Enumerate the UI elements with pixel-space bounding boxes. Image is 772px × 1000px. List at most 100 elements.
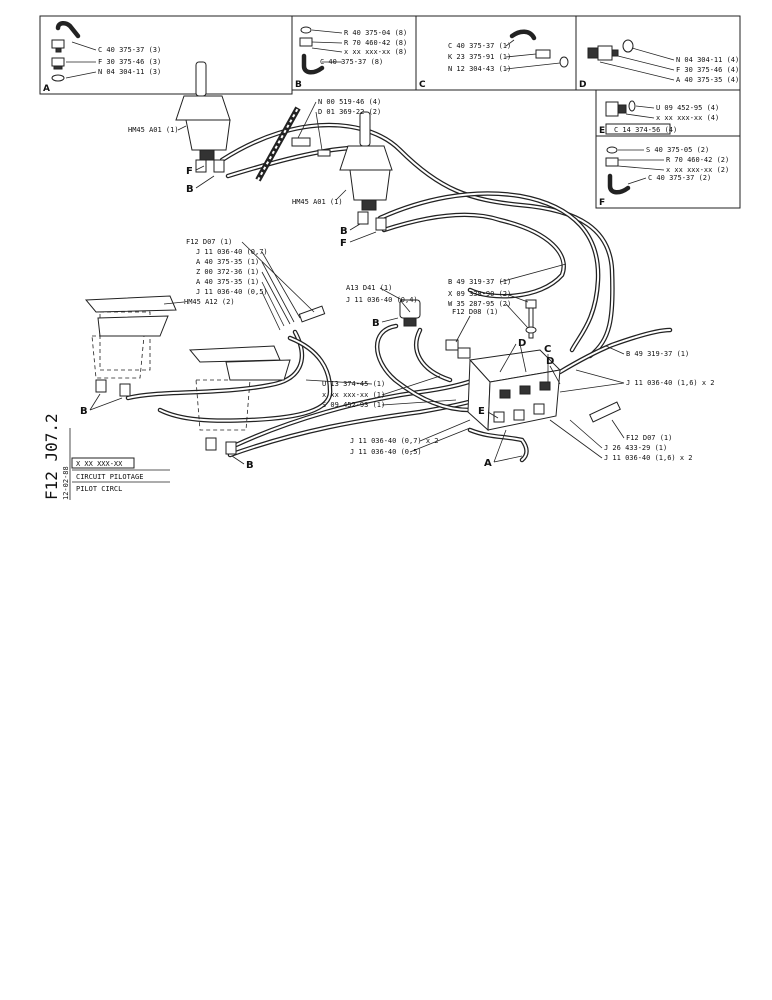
label-a13: A13 D41 (1) — [346, 284, 392, 292]
callout-letters: F B B F B B B D C D E A — [80, 165, 561, 471]
box-letter-f: F — [599, 198, 605, 208]
label-s09: S 09 452-93 (1) — [322, 401, 385, 409]
sensor-icon — [445, 339, 471, 359]
label-hm45-center: HM45 A01 (1) — [292, 198, 343, 206]
label-a40-b: A 40 375-35 (1) — [196, 278, 259, 286]
label-f12-d07-right: F12 D07 (1) — [626, 434, 672, 442]
box-letter-b: B — [295, 80, 302, 90]
elbow-fitting-icon — [607, 173, 631, 195]
label-w35: W 35 287-95 (2) — [448, 300, 511, 308]
cable-tie-icon — [255, 106, 331, 182]
label-d01: D 01 369-22 (2) — [318, 108, 381, 116]
joystick-left-icon — [175, 61, 231, 173]
label-x09: X 09 338-90 (2) — [448, 290, 511, 298]
box-d-item-1: N 04 304-11 (4) — [676, 56, 739, 64]
box-f-item-1: S 40 375-05 (2) — [646, 146, 709, 154]
callout-f: F — [340, 238, 347, 249]
drawing-number: F12 J07.2 — [42, 413, 61, 500]
box-letter-e: E — [599, 126, 605, 136]
label-j11-16-right: J 11 036-40 (1,6) x 2 — [626, 379, 715, 387]
label-j11-07x2: J 11 036-40 (0,7) x 2 — [350, 437, 439, 445]
o-ring-icon — [51, 74, 65, 82]
callout-d: D — [518, 338, 526, 349]
label-xxx1: x xx xxx-xx (1) — [322, 391, 385, 399]
callout-c: C — [544, 344, 551, 355]
callout-b: B — [80, 406, 88, 417]
callout-e: E — [478, 406, 485, 417]
valve-block-icon — [467, 349, 562, 432]
adapter-fitting-icon — [587, 45, 619, 61]
label-j11-07: J 11 036-40 (0,7) — [196, 248, 268, 256]
detail-box-d: D N 04 304-11 (4) F 30 375-46 (4) A 40 3… — [575, 15, 741, 91]
callout-f: F — [186, 166, 193, 177]
label-hm45-left: HM45 A01 (1) — [128, 126, 179, 134]
title-french: CIRCUIT PILOTAGE — [76, 473, 143, 481]
detail-box-e: E U 09 452-95 (4) x xx xxx-xx (4) C 14 3… — [595, 89, 741, 137]
label-j11-04: J 11 036-40 (0,4) — [346, 296, 418, 304]
sensor-plug-top-icon — [298, 305, 326, 323]
box-a-item-1: C 40 375-37 (3) — [98, 46, 161, 54]
o-ring-icon — [559, 56, 569, 68]
elbow-fitting-icon — [509, 29, 537, 41]
box-b-item-4: C 40 375-37 (8) — [320, 58, 383, 66]
pedal-unit-left-icon — [84, 295, 177, 397]
detail-box-b: B R 40 375-04 (8) R 70 460-42 (8) x xx x… — [291, 15, 417, 91]
title-block: F12 J07.2 12-02-88 X XX XXX-XX CIRCUIT P… — [42, 413, 170, 500]
label-a40-a: A 40 375-35 (1) — [196, 258, 259, 266]
box-b-item-2: R 70 460-42 (8) — [344, 39, 407, 47]
label-hm45-a12: HM45 A12 (2) — [184, 298, 235, 306]
label-j26: J 26 433-29 (1) — [604, 444, 667, 452]
box-e-item-2: x xx xxx-xx (4) — [656, 114, 719, 122]
tee-fitting-icon — [535, 49, 551, 59]
box-d-item-3: A 40 375-35 (4) — [676, 76, 739, 84]
box-c-item-2: K 23 375-91 (1) — [448, 53, 511, 61]
label-f12-top: F12 D07 (1) — [186, 238, 232, 246]
callout-b: B — [340, 226, 348, 237]
detail-box-a: A C 40 375-37 (3) F 30 375-46 (3) N 04 3… — [39, 15, 293, 95]
box-e-item-1: U 09 452-95 (4) — [656, 104, 719, 112]
box-f-item-2: R 70 460-42 (2) — [666, 156, 729, 164]
label-b49-right: B 49 319-37 (1) — [626, 350, 689, 358]
pedal-unit-center-icon — [188, 345, 291, 455]
box-c-item-1: C 40 375-37 (1) — [448, 42, 511, 50]
bolt-icon — [525, 299, 537, 339]
detail-box-c: C C 40 375-37 (1) K 23 375-91 (1) N 12 3… — [415, 15, 577, 91]
label-j11-05: J 11 036-40 (0,5) — [196, 288, 268, 296]
plug-fitting-icon — [605, 100, 636, 117]
box-letter-a: A — [43, 84, 50, 94]
title-english: PILOT CIRCL — [76, 485, 122, 493]
box-d-item-2: F 30 375-46 (4) — [676, 66, 739, 74]
box-a-item-3: N 04 304-11 (3) — [98, 68, 161, 76]
drawing-date: 12-02-88 — [62, 466, 70, 500]
box-f-item-4: C 40 375-37 (2) — [648, 174, 711, 182]
label-f12-d08: F12 D08 (1) — [452, 308, 498, 316]
label-u13: U 13 374-45 (1) — [322, 380, 385, 388]
elbow-fitting-icon — [51, 21, 81, 53]
box-letter-d: D — [579, 80, 586, 90]
temperature-sensor-icon — [589, 401, 621, 423]
detail-box-f: F S 40 375-05 (2) R 70 460-42 (2) x xx x… — [595, 135, 741, 209]
nut-fitting-icon — [51, 57, 65, 70]
callout-d: D — [546, 356, 554, 367]
elbow-fitting-icon — [301, 53, 325, 75]
label-j11-05-bottom: J 11 036-40 (0,5) — [350, 448, 422, 456]
label-j11-16-bottom: J 11 036-40 (1,6) x 2 — [604, 454, 693, 462]
part-labels: N 00 519-46 (4) D 01 369-22 (2) HM45 A01… — [128, 98, 715, 462]
box-f-item-3: x xx xxx-xx (2) — [666, 166, 729, 174]
box-a-item-2: F 30 375-46 (3) — [98, 58, 161, 66]
callout-b: B — [186, 184, 194, 195]
box-b-item-1: R 40 375-04 (8) — [344, 29, 407, 37]
box-b-item-3: x xx xxx-xx (8) — [344, 48, 407, 56]
o-ring-icon — [606, 146, 618, 154]
box-c-item-3: N 12 304-43 (1) — [448, 65, 511, 73]
label-b49-top: B 49 319-37 (1) — [448, 278, 511, 286]
pressure-switch-icon — [399, 299, 421, 327]
callout-b: B — [246, 460, 254, 471]
joystick-center-icon — [339, 111, 393, 231]
box-e-item-3: C 14 374-56 (4) — [614, 126, 677, 134]
o-ring-icon — [622, 39, 634, 53]
reference-code: X XX XXX-XX — [76, 460, 123, 468]
callout-b: B — [372, 318, 380, 329]
box-letter-c: C — [419, 80, 426, 90]
